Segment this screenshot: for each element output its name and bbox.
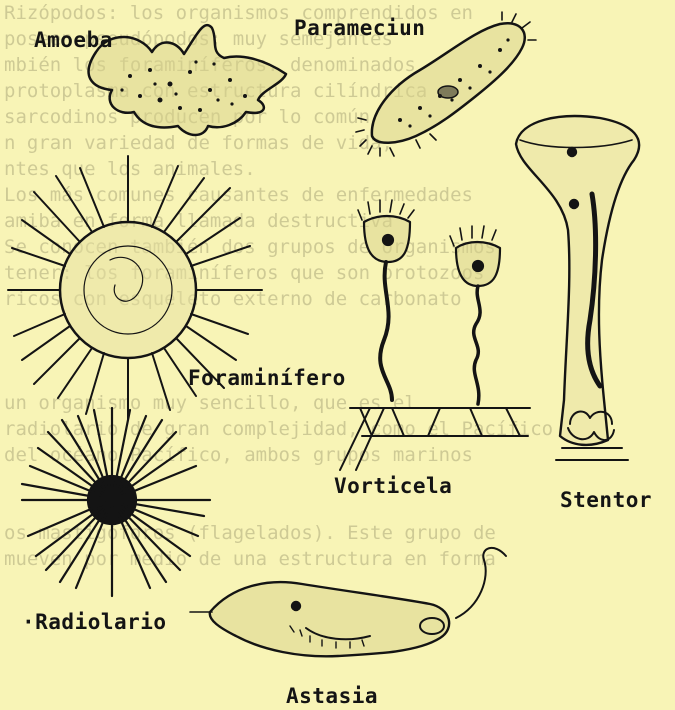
label-paramecium: Parameciun (294, 16, 425, 40)
label-astasia: Astasia (286, 684, 378, 708)
label-foraminifero: Foraminífero (188, 366, 346, 390)
amoeba-drawing (89, 25, 286, 135)
label-stentor: Stentor (560, 488, 652, 512)
label-amoeba: Amoeba (34, 28, 113, 52)
vorticela-drawing (340, 200, 530, 470)
stentor-drawing (516, 116, 639, 460)
radiolario-drawing (22, 408, 210, 596)
label-radiolario: ·Radiolario (22, 610, 167, 634)
astasia-drawing (190, 548, 506, 656)
label-vorticela: Vorticela (334, 474, 452, 498)
